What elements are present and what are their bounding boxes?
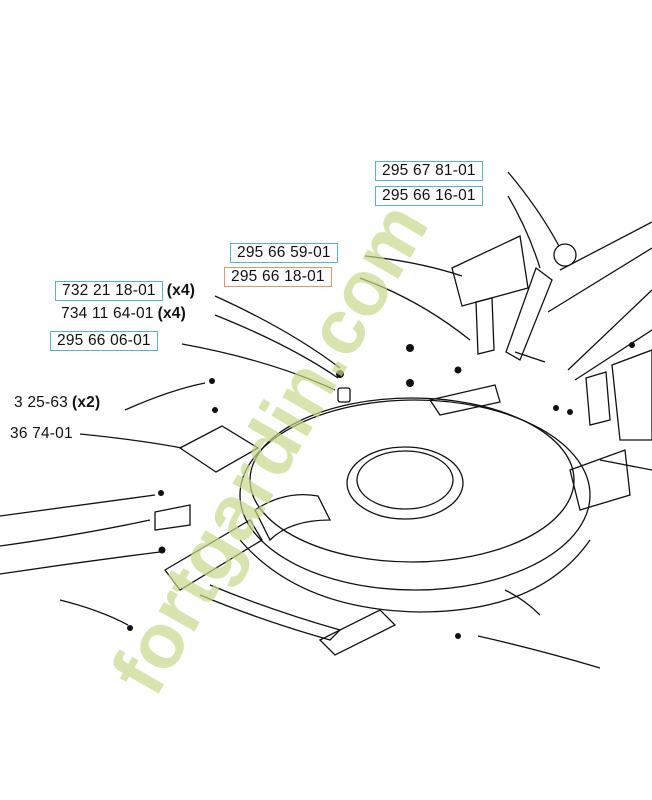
leader-line (477, 635, 601, 669)
nut (336, 370, 344, 378)
bracket-plate (451, 235, 529, 307)
leader-line (507, 195, 541, 269)
nut (406, 344, 414, 352)
quantity: (x2) (71, 394, 101, 411)
part-label: 295 66 59-01 (230, 243, 338, 263)
frame-front (318, 609, 397, 656)
nut (567, 409, 573, 415)
part-number: 295 67 81-01 (382, 162, 476, 179)
bolt-head (212, 407, 218, 413)
part-label: 732 21 18-01(x4) (55, 281, 195, 301)
leader-line (124, 382, 206, 411)
bolt-head (629, 342, 635, 348)
leader-line (214, 314, 339, 379)
leader-line (59, 599, 129, 626)
clip (154, 504, 191, 531)
nut (158, 546, 166, 554)
leader-line (507, 171, 561, 249)
part-number: 295 66 16-01 (382, 187, 476, 204)
part-label: 3 25-63(x2) (14, 394, 100, 412)
part-label: 295 66 06-01 (50, 331, 158, 351)
cover-plate (178, 425, 260, 473)
leader-line (504, 589, 541, 616)
nut (406, 379, 414, 387)
leader-line (0, 551, 161, 575)
leader-line (0, 494, 156, 517)
leader-line (359, 277, 471, 341)
part-label: 295 67 81-01 (375, 161, 483, 181)
bolt-head (455, 633, 461, 639)
frame-bottom (199, 584, 342, 641)
leader-line (214, 295, 341, 369)
bolt-head (209, 378, 215, 384)
part-number: 295 66 18-01 (231, 268, 325, 285)
handle-rail-2 (547, 247, 652, 313)
frame-right (569, 449, 631, 511)
nut (553, 405, 559, 411)
quantity: (x4) (157, 305, 186, 322)
side-bracket (585, 371, 611, 426)
part-number: 732 21 18-01 (55, 281, 163, 301)
frame-left (164, 519, 263, 591)
handle-rail-4 (574, 329, 652, 381)
spring (514, 351, 546, 363)
bolt-head (158, 490, 164, 496)
deck-chute (254, 493, 332, 542)
deck-opening (346, 446, 464, 520)
part-label: 36 74-01 (10, 425, 73, 443)
leader-line (0, 519, 151, 547)
part-number: 295 66 06-01 (57, 332, 151, 349)
part-number: 734 11 64-01 (61, 305, 154, 322)
deck-opening-inner (356, 450, 454, 510)
spacer (337, 387, 351, 403)
deck-outer (239, 399, 591, 591)
leader-line (181, 343, 336, 391)
part-number: 295 66 59-01 (237, 244, 331, 261)
deck-rim (249, 397, 575, 563)
quantity: (x4) (166, 282, 196, 299)
side-plate (611, 349, 652, 441)
part-number: 36 74-01 (10, 425, 73, 442)
ring-washer (553, 243, 577, 267)
handle-rail-3 (567, 289, 652, 371)
bracket-rod (505, 266, 553, 361)
frame-rear (428, 384, 501, 416)
nut (454, 366, 462, 374)
part-label: 295 66 16-01 (375, 186, 483, 206)
bracket-arm (475, 297, 495, 355)
part-label: 295 66 18-01 (224, 267, 332, 287)
bolt-head (127, 625, 133, 631)
handle-rail-1 (559, 221, 652, 271)
frame-rail (599, 459, 652, 471)
part-label: 734 11 64-01(x4) (61, 305, 186, 323)
leader-line (79, 433, 183, 449)
deck-skirt (239, 539, 591, 613)
part-number: 3 25-63 (14, 394, 68, 411)
